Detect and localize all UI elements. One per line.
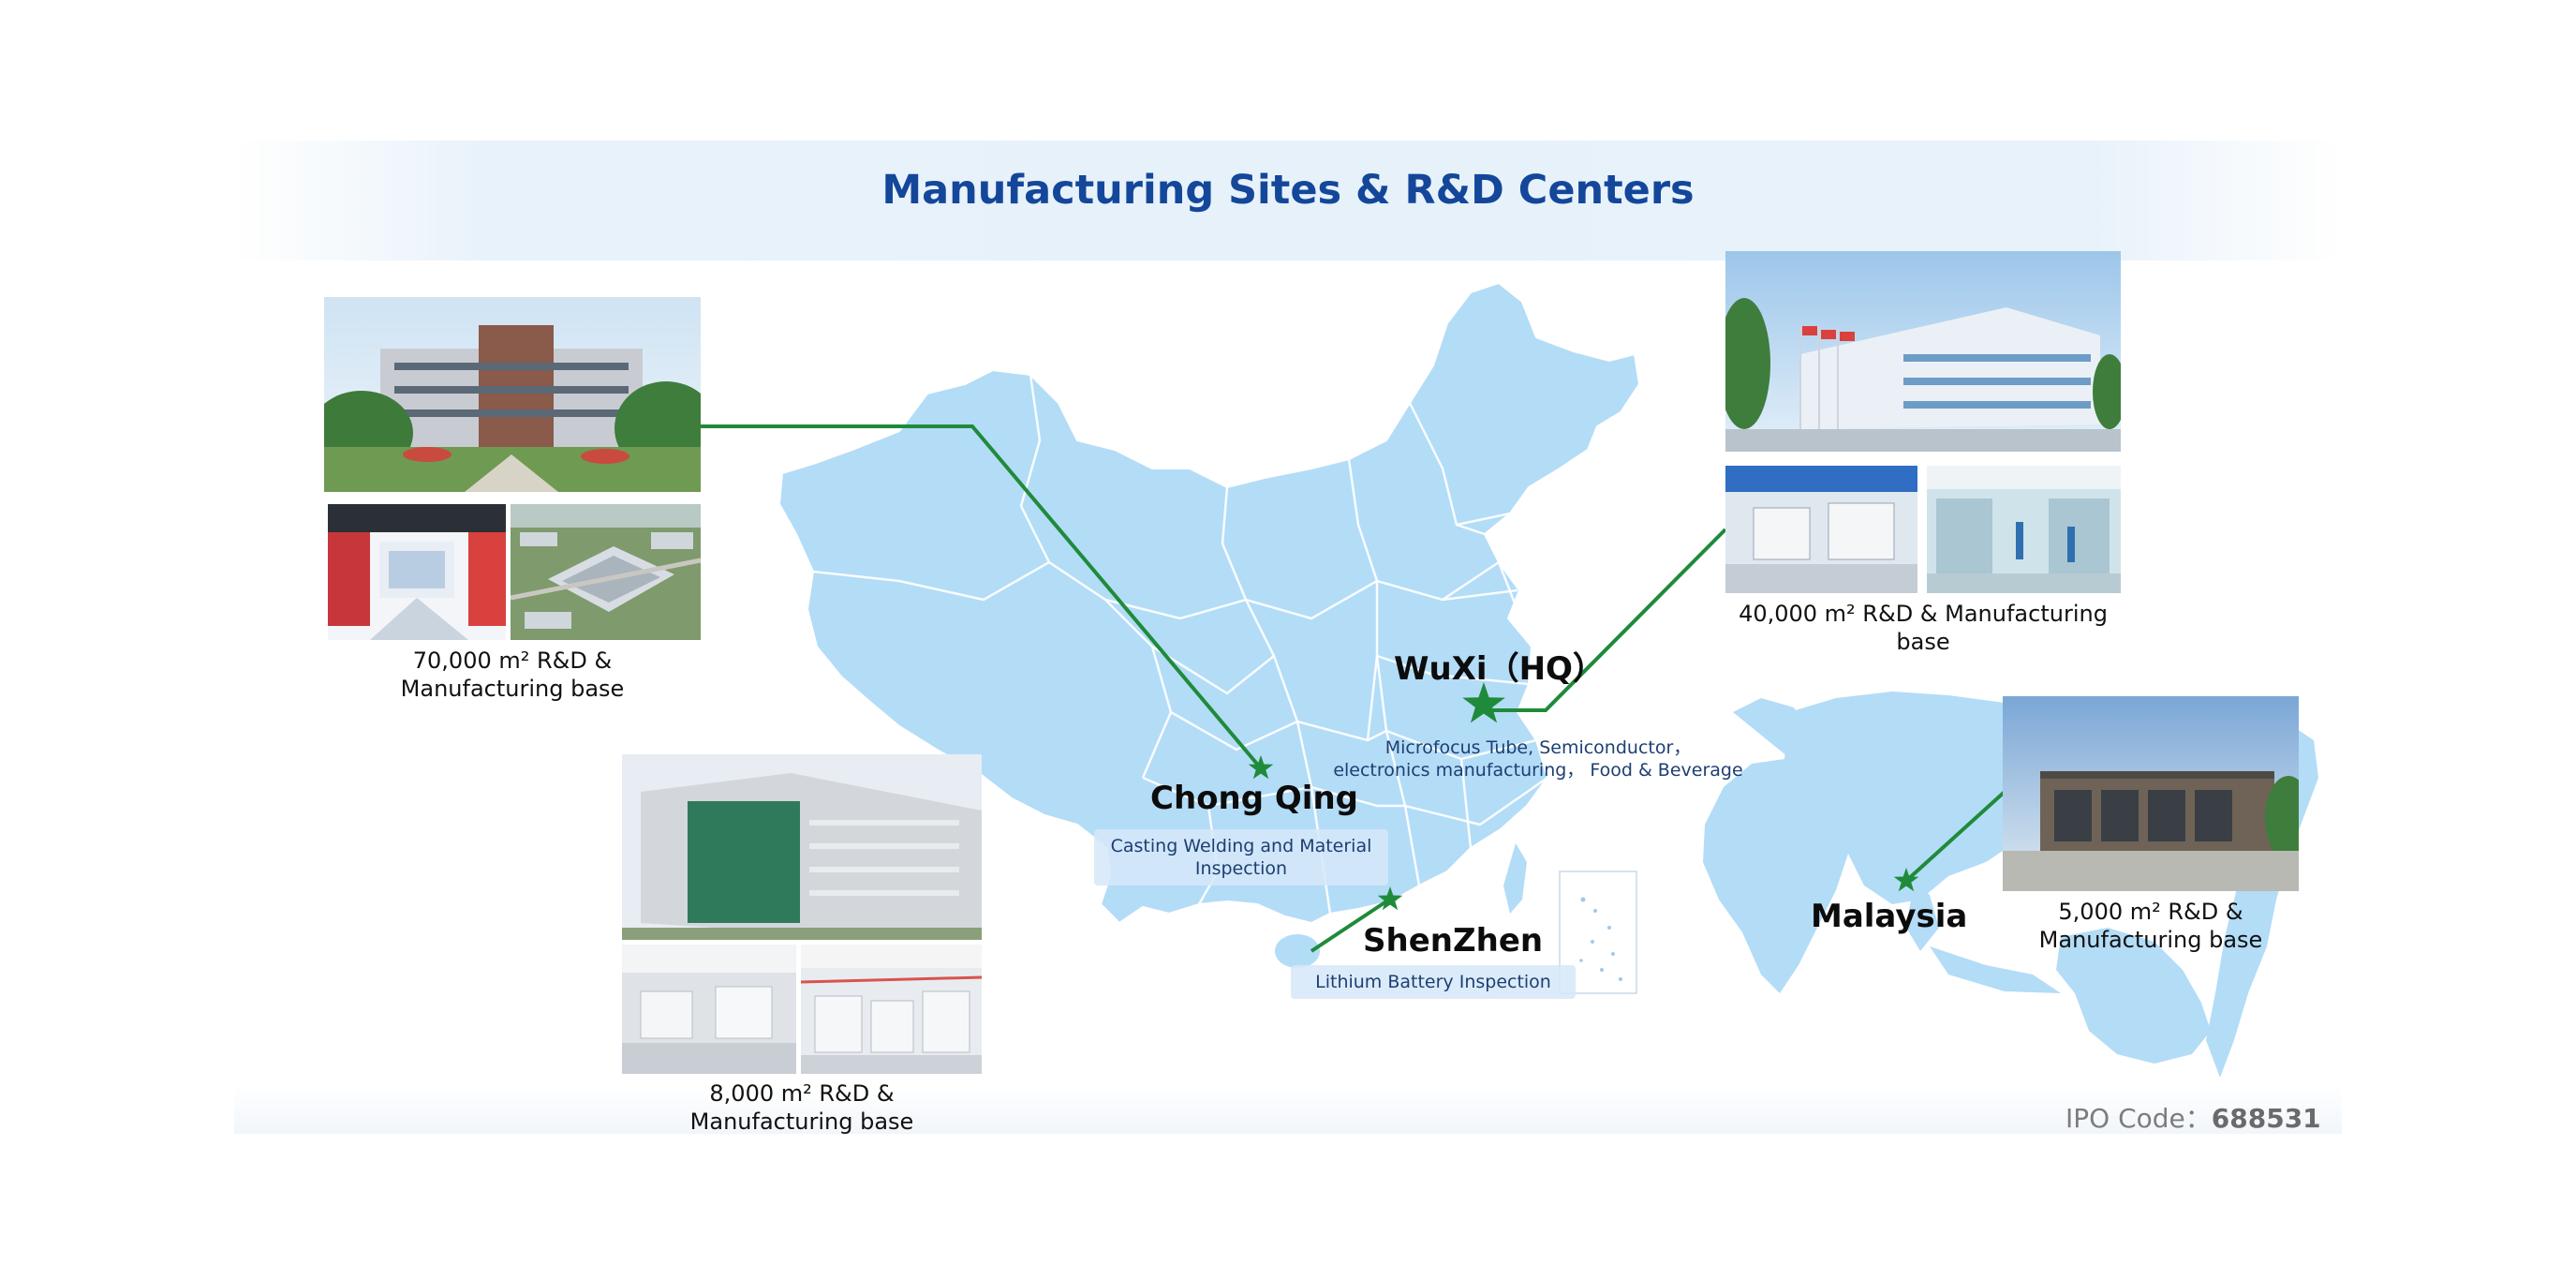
star-icon	[1893, 868, 1919, 892]
hainan-island	[1275, 934, 1320, 968]
shenzhen-site-name: ShenZhen	[1363, 922, 1544, 960]
malaysia-caption: 5,000 m² R&D & Manufacturing base	[2038, 899, 2263, 953]
province-borders	[812, 374, 1548, 915]
wuxi-caption: 40,000 m² R&D & Manufacturing base	[1739, 601, 2108, 655]
australia	[2056, 928, 2211, 1064]
chongqing-building-photo	[324, 297, 701, 492]
shenzhen-caption: 8,000 m² R&D & Manufacturing base	[689, 1080, 914, 1135]
star-icon	[1462, 682, 1505, 723]
wuxi-connector-line	[1485, 528, 1727, 712]
malaysia-site-name: Malaysia	[1811, 898, 1968, 935]
chongqing-site-description: Casting Welding and Material Inspection	[1094, 829, 1388, 886]
shenzhen-connector-line	[1310, 900, 1388, 953]
shenzhen-factory-photo	[801, 945, 982, 1074]
chongqing-aerial-photo	[511, 504, 701, 640]
chongqing-connector-line	[701, 424, 1263, 770]
star-icon	[1248, 755, 1274, 780]
malaysia-connector-line	[1904, 790, 2006, 883]
europe-africa	[1703, 698, 1859, 993]
shenzhen-building-photo	[622, 754, 982, 940]
title-band	[234, 141, 2342, 260]
indochina	[1892, 867, 1939, 951]
wuxi-building-photo	[1725, 251, 2121, 452]
star-icon	[1377, 886, 1403, 911]
chongqing-exhibition-photo	[328, 504, 506, 640]
ipo-number: 688531	[2211, 1103, 2321, 1134]
ipo-label: IPO Code：	[2065, 1103, 2212, 1134]
chongqing-caption: 70,000 m² R&D & Manufacturing base	[400, 647, 625, 702]
wuxi-lab-photo	[1725, 466, 1917, 593]
ipo-code: IPO Code：688531	[2065, 1098, 2321, 1136]
indonesia	[1930, 946, 2061, 993]
wuxi-site-description: Microfocus Tube, Semiconductor， electron…	[1333, 737, 1743, 781]
inset-islands	[1579, 897, 1622, 981]
wuxi-cleanroom-photo	[1927, 466, 2121, 593]
shenzhen-lab-photo	[622, 945, 796, 1074]
taiwan-island	[1503, 843, 1527, 914]
page-title: Manufacturing Sites & R&D Centers	[881, 167, 1695, 214]
footer-band	[234, 1087, 2342, 1134]
chongqing-site-name: Chong Qing	[1150, 780, 1358, 817]
malaysia-building-photo	[2003, 696, 2299, 891]
shenzhen-site-description: Lithium Battery Inspection	[1291, 965, 1576, 999]
wuxi-site-name: WuXi（HQ）	[1394, 650, 1605, 688]
